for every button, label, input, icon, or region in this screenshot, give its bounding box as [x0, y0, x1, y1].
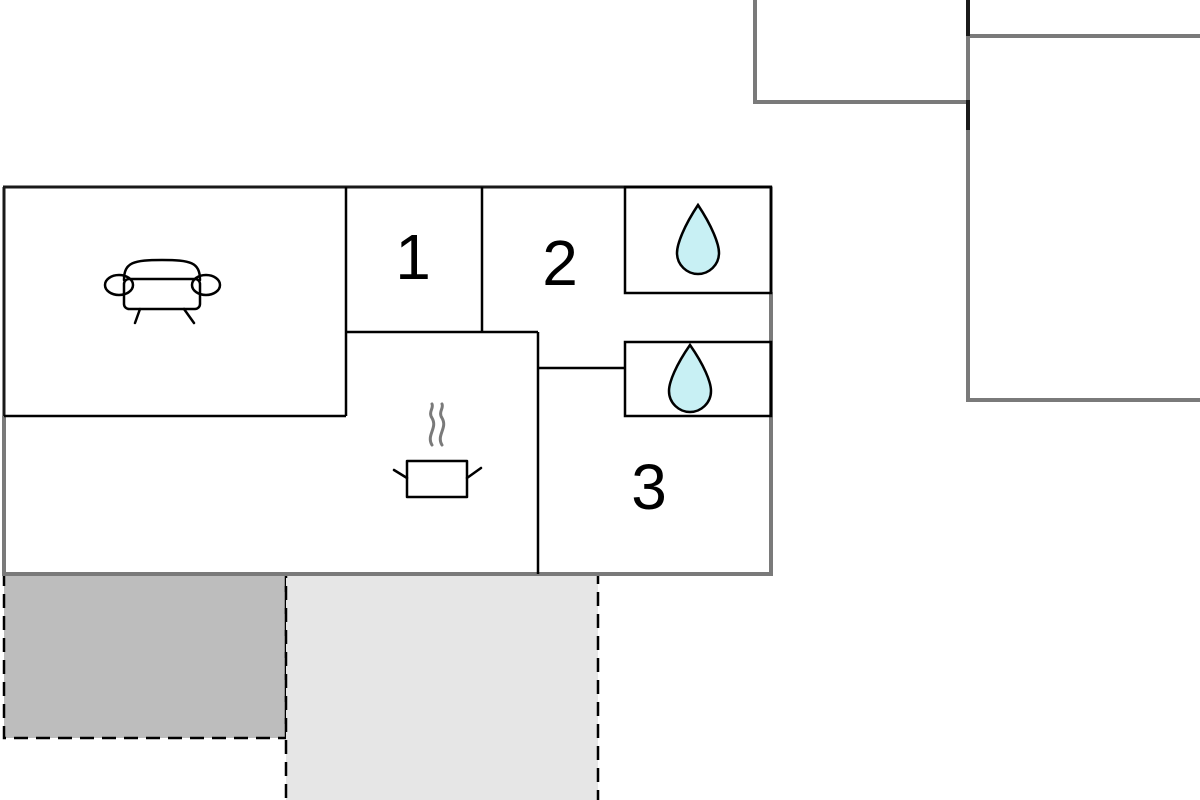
bathroom-lower-walls	[623, 340, 773, 418]
room-3-label: 3	[631, 451, 667, 523]
terrace-covered-fill	[2, 572, 288, 740]
bathroom-upper-walls	[623, 185, 773, 295]
water-drop-icon	[675, 202, 721, 276]
outbuilding-large-walls	[966, 0, 1200, 402]
water-drop-icon	[667, 342, 713, 414]
armchair-icon	[103, 258, 222, 325]
outbuilding-small-walls	[753, 0, 968, 104]
room-2-label: 2	[542, 227, 578, 299]
terrace-open-fill	[284, 572, 600, 800]
water-drop-upper	[675, 202, 721, 276]
cooking-pot-icon	[392, 402, 483, 499]
interior-walls	[4, 185, 773, 574]
terrace-covered	[2, 572, 288, 740]
water-drop-lower	[667, 342, 713, 414]
outbuilding-large	[966, 0, 1200, 402]
room-1-label: 1	[395, 221, 431, 293]
terrace-open	[284, 572, 600, 800]
outbuilding-small	[753, 0, 968, 104]
